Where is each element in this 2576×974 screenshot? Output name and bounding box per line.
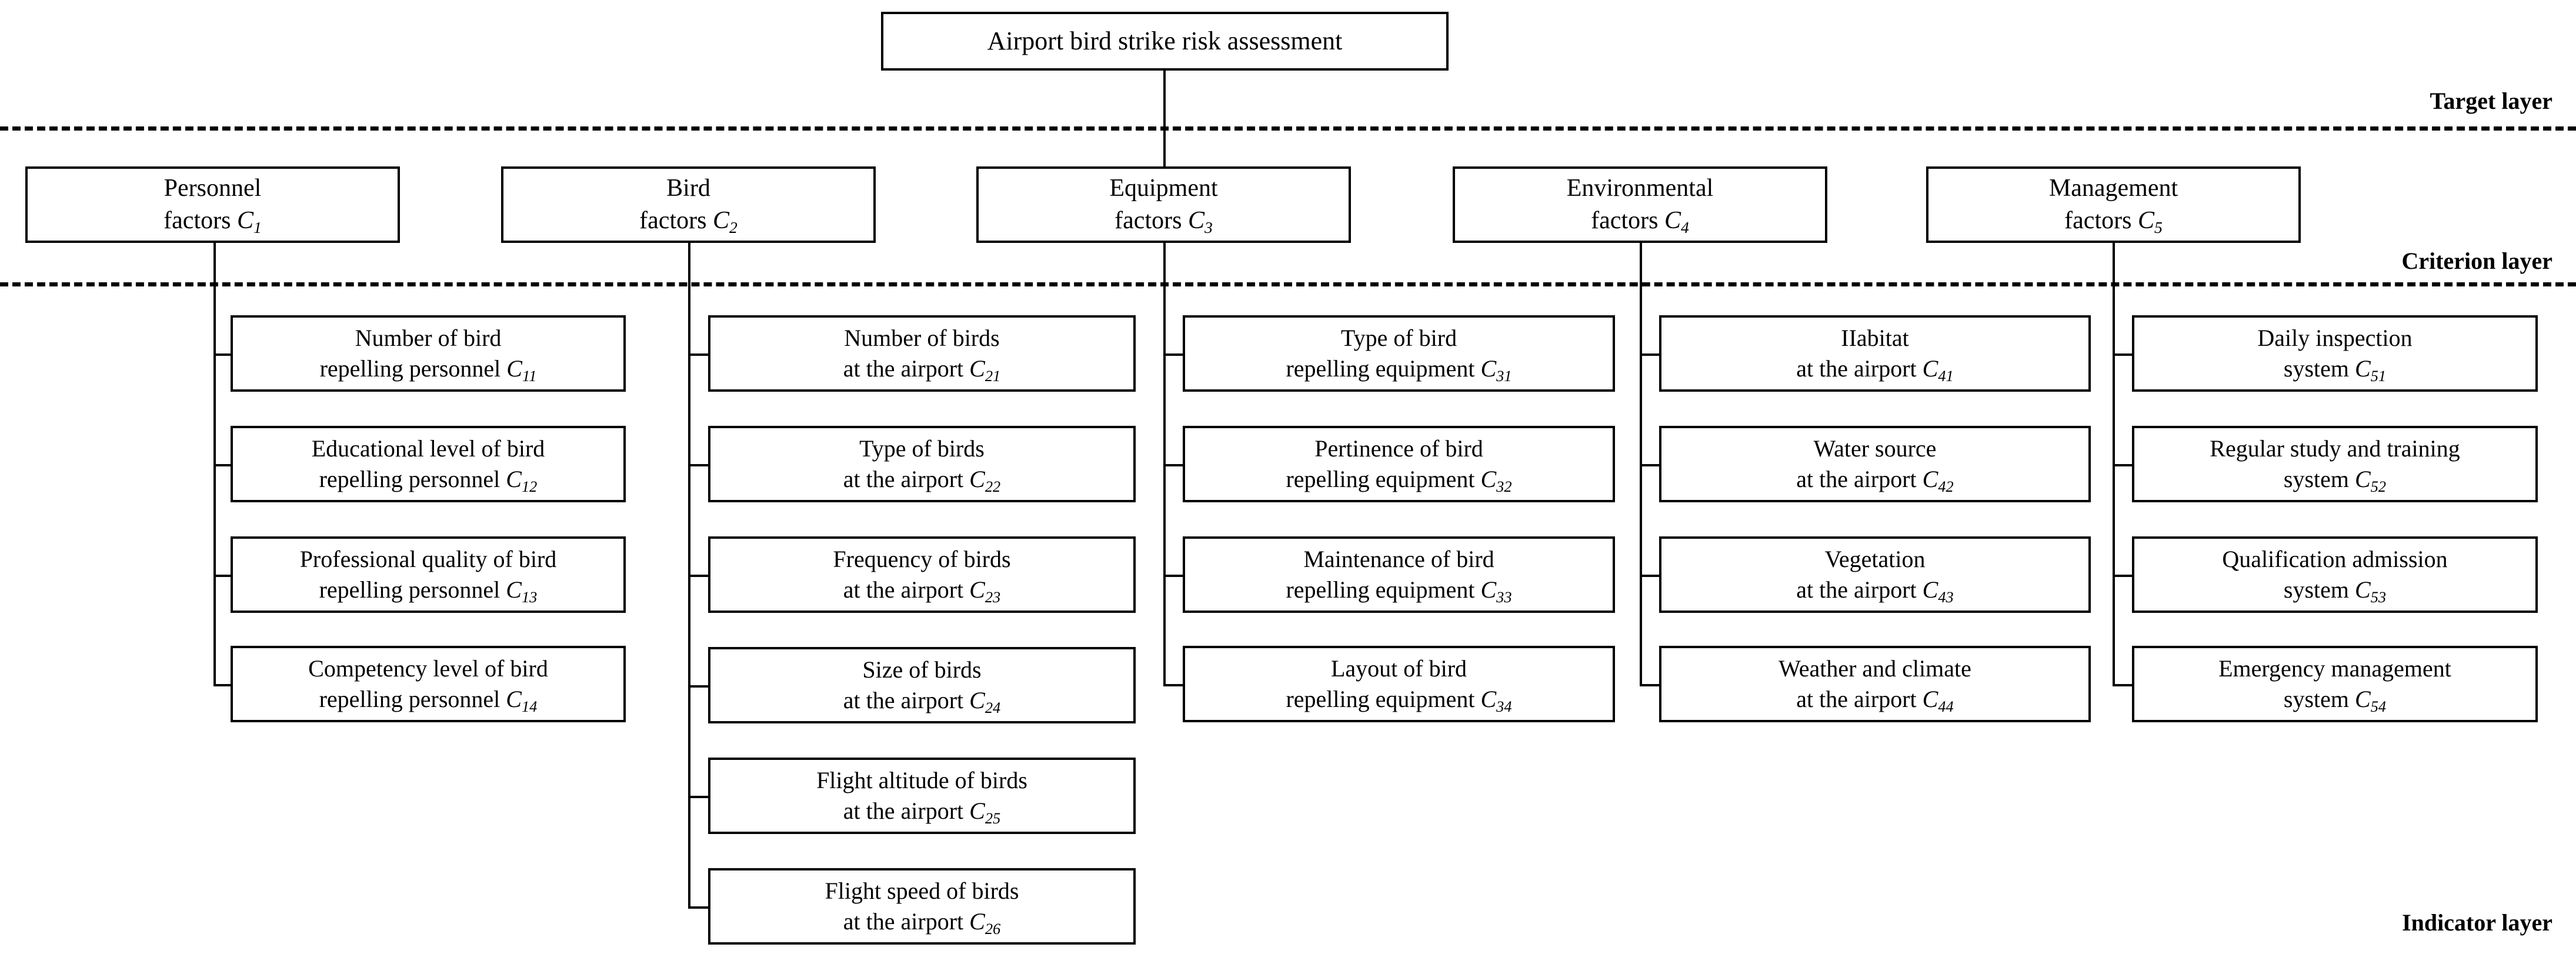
indicator-node-c13-label: Professional quality of bird repelling p… <box>299 546 557 606</box>
indicator-node-c31: Type of bird repelling equipment C31 <box>1183 315 1615 392</box>
indicator-node-c26: Flight speed of birds at the airport C26 <box>708 868 1136 945</box>
indicator-node-c34: Layout of bird repelling equipment C34 <box>1183 646 1615 722</box>
indicator-node-c54: Emergency management system C54 <box>2132 646 2538 722</box>
indicator-node-c26-label: Flight speed of birds at the airport C26 <box>825 878 1019 938</box>
indicator-node-c41: IIabitat at the airport C41 <box>1659 315 2091 392</box>
stub-environmental-2 <box>1640 464 1661 466</box>
indicator-node-c14-label: Competency level of bird repelling perso… <box>308 655 548 715</box>
indicator-node-c12-label: Educational level of bird repelling pers… <box>311 435 545 495</box>
criterion-node-personnel-label: Personnel factors C1 <box>163 175 262 237</box>
stub-bird-3 <box>688 575 710 577</box>
indicator-node-c33: Maintenance of bird repelling equipment … <box>1183 536 1615 613</box>
indicator-node-c33-label: Maintenance of bird repelling equipment … <box>1286 546 1512 606</box>
stub-environmental-3 <box>1640 575 1661 577</box>
stub-bird-5 <box>688 796 710 798</box>
stub-equipment-1 <box>1163 353 1185 356</box>
indicator-node-c24: Size of birds at the airport C24 <box>708 647 1136 723</box>
indicator-node-c51-label: Daily inspection system C51 <box>2257 325 2413 385</box>
indicator-node-c53: Qualification admission system C53 <box>2132 536 2538 613</box>
separator-criterion-indicator <box>0 282 2576 286</box>
criterion-node-bird-label: Bird factors C2 <box>639 175 738 237</box>
stub-equipment-3 <box>1163 575 1185 577</box>
stub-personnel-3 <box>213 575 233 577</box>
criterion-node-management: Management factors C5 <box>1926 166 2301 243</box>
connector-root-to-equipment <box>1163 71 1166 166</box>
indicator-node-c14: Competency level of bird repelling perso… <box>231 646 626 722</box>
indicator-node-c42-label: Water source at the airport C42 <box>1796 435 1954 495</box>
stub-bird-2 <box>688 464 710 466</box>
separator-target-criterion <box>0 126 2576 131</box>
root-node-label: Airport bird strike risk assessment <box>987 26 1343 56</box>
indicator-node-c22: Type of birds at the airport C22 <box>708 426 1136 502</box>
indicator-node-c53-label: Qualification admission system C53 <box>2222 546 2448 606</box>
criterion-node-environmental-label: Environmental factors C4 <box>1566 175 1714 237</box>
indicator-node-c41-label: IIabitat at the airport C41 <box>1796 325 1954 385</box>
stub-management-3 <box>2113 575 2134 577</box>
stub-bird-4 <box>688 685 710 688</box>
stub-management-1 <box>2113 353 2134 356</box>
indicator-node-c25: Flight altitude of birds at the airport … <box>708 758 1136 834</box>
indicator-node-c11: Number of bird repelling personnel C11 <box>231 315 626 392</box>
indicator-node-c32: Pertinence of bird repelling equipment C… <box>1183 426 1615 502</box>
stub-bird-6 <box>688 906 710 909</box>
indicator-node-c12: Educational level of bird repelling pers… <box>231 426 626 502</box>
stub-management-4 <box>2113 684 2134 686</box>
indicator-node-c22-label: Type of birds at the airport C22 <box>843 435 1001 495</box>
stub-environmental-4 <box>1640 684 1661 686</box>
indicator-node-c23: Frequency of birds at the airport C23 <box>708 536 1136 613</box>
stub-environmental-1 <box>1640 353 1661 356</box>
stub-equipment-4 <box>1163 684 1185 686</box>
stub-bird-1 <box>688 353 710 356</box>
indicator-node-c21-label: Number of birds at the airport C21 <box>843 325 1001 385</box>
indicator-node-c13: Professional quality of bird repelling p… <box>231 536 626 613</box>
indicator-node-c34-label: Layout of bird repelling equipment C34 <box>1286 655 1512 715</box>
indicator-node-c32-label: Pertinence of bird repelling equipment C… <box>1286 435 1512 495</box>
indicator-node-c52-label: Regular study and training system C52 <box>2210 435 2460 495</box>
stub-personnel-1 <box>213 353 233 356</box>
indicator-node-c44-label: Weather and climate at the airport C44 <box>1778 655 1971 715</box>
indicator-node-c11-label: Number of bird repelling personnel C11 <box>319 325 537 385</box>
indicator-node-c23-label: Frequency of birds at the airport C23 <box>833 546 1011 606</box>
stub-personnel-4 <box>213 684 233 686</box>
layer-label-indicator: Indicator layer <box>2402 909 2552 936</box>
indicator-node-c52: Regular study and training system C52 <box>2132 426 2538 502</box>
criterion-node-equipment-label: Equipment factors C3 <box>1109 175 1218 237</box>
indicator-node-c43-label: Vegetation at the airport C43 <box>1796 546 1954 606</box>
stub-equipment-2 <box>1163 464 1185 466</box>
indicator-node-c44: Weather and climate at the airport C44 <box>1659 646 2091 722</box>
indicator-node-c21: Number of birds at the airport C21 <box>708 315 1136 392</box>
indicator-node-c42: Water source at the airport C42 <box>1659 426 2091 502</box>
indicator-node-c54-label: Emergency management system C54 <box>2218 655 2451 715</box>
stub-management-2 <box>2113 464 2134 466</box>
indicator-node-c31-label: Type of bird repelling equipment C31 <box>1286 325 1512 385</box>
criterion-node-personnel: Personnel factors C1 <box>25 166 400 243</box>
indicator-node-c43: Vegetation at the airport C43 <box>1659 536 2091 613</box>
indicator-node-c25-label: Flight altitude of birds at the airport … <box>816 767 1027 827</box>
stub-personnel-2 <box>213 464 233 466</box>
criterion-node-management-label: Management factors C5 <box>2048 175 2178 237</box>
indicator-node-c51: Daily inspection system C51 <box>2132 315 2538 392</box>
criterion-node-bird: Bird factors C2 <box>501 166 876 243</box>
root-node-airport-bird-strike-risk-assessment: Airport bird strike risk assessment <box>881 12 1449 71</box>
criterion-node-environmental: Environmental factors C4 <box>1453 166 1827 243</box>
indicator-node-c24-label: Size of birds at the airport C24 <box>843 656 1001 716</box>
criterion-node-equipment: Equipment factors C3 <box>976 166 1351 243</box>
layer-label-criterion: Criterion layer <box>2401 248 2552 274</box>
layer-label-target: Target layer <box>2430 88 2552 114</box>
